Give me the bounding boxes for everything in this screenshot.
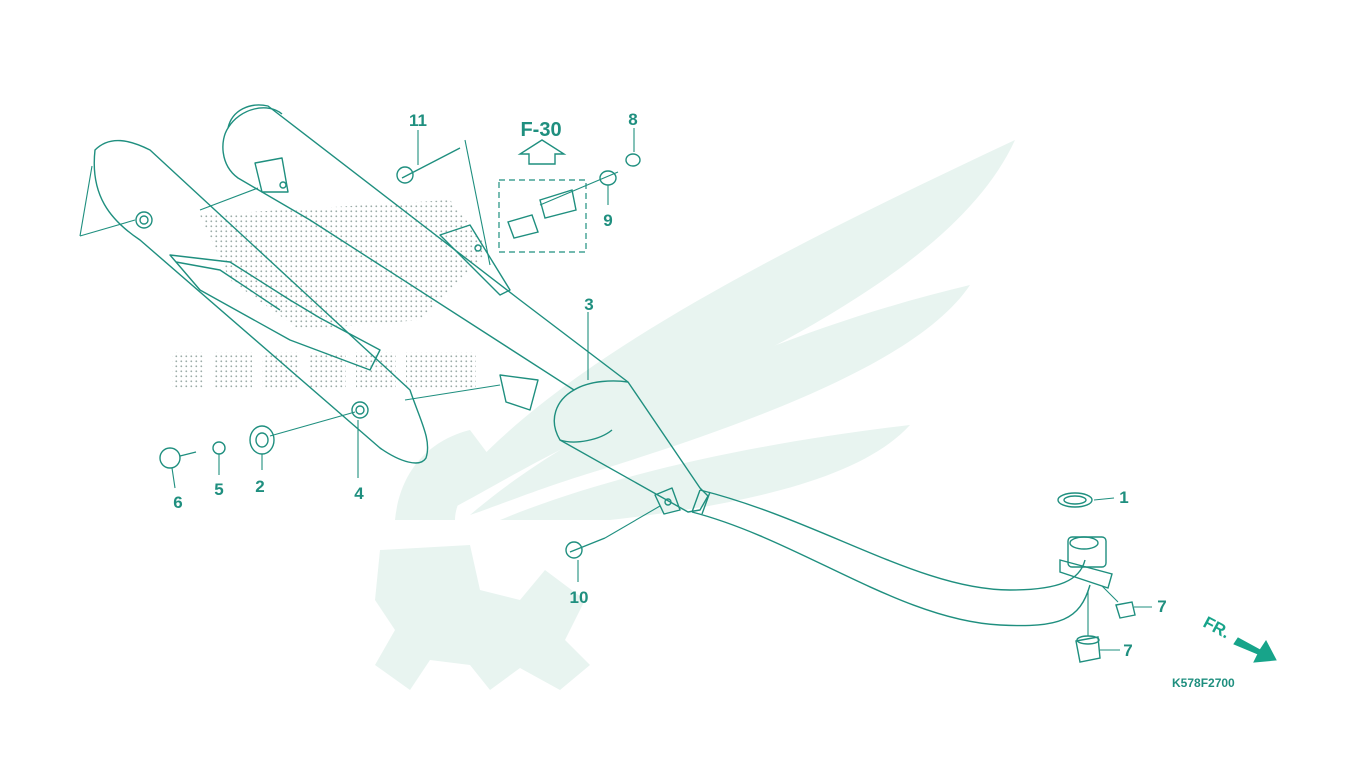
- front-arrow-icon: [1233, 637, 1277, 663]
- gear-watermark: [375, 545, 590, 690]
- wing-logo-watermark: [395, 140, 1015, 520]
- front-label: FR.: [1200, 613, 1233, 643]
- reference-detail-box: [498, 179, 587, 253]
- nut-part-7a: [1115, 601, 1136, 619]
- callout-2: 2: [255, 477, 264, 496]
- front-direction-indicator: FR.: [1200, 613, 1277, 663]
- leader-lines: [79, 128, 1152, 651]
- gasket-part-1: [1057, 492, 1093, 508]
- nut-part-7b: [1075, 636, 1101, 663]
- callout-8: 8: [628, 110, 637, 129]
- callout-3: 3: [584, 295, 593, 314]
- bolt-part-6: [159, 447, 181, 469]
- diagram-code: K578F2700: [1172, 676, 1235, 690]
- callout-4: 4: [354, 484, 364, 503]
- callout-6: 6: [173, 493, 182, 512]
- honda-wordmark-watermark: [172, 352, 476, 388]
- callout-7b: 7: [1123, 641, 1132, 660]
- grommet-part-2: [249, 425, 275, 455]
- callout-5: 5: [214, 480, 223, 499]
- callout-9: 9: [603, 211, 612, 230]
- stipple-shading: [200, 200, 490, 330]
- washer-part-9: [599, 170, 617, 186]
- callout-11: 11: [409, 111, 427, 130]
- exhaust-flange: [1059, 536, 1113, 589]
- heat-shield: [93, 139, 429, 464]
- callout-7a: 7: [1157, 597, 1166, 616]
- collar-part-5: [212, 441, 226, 455]
- callout-10: 10: [570, 588, 589, 607]
- bolt-part-11: [401, 147, 461, 179]
- nut-part-8: [625, 153, 641, 167]
- callout-1: 1: [1119, 488, 1128, 507]
- reference-arrow-icon: [517, 139, 567, 165]
- muffler-assembly: [222, 104, 1091, 627]
- bolt-part-10: [569, 537, 606, 553]
- reference-label: F-30: [520, 119, 561, 141]
